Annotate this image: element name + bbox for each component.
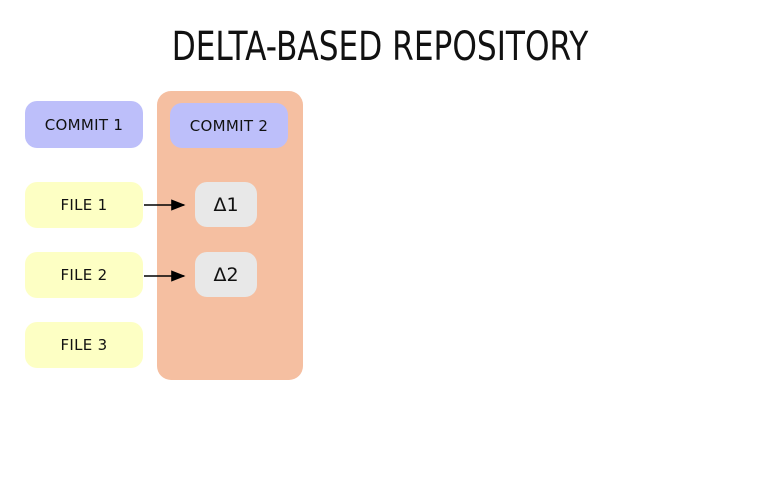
file1-box: FILE 1 — [25, 182, 143, 228]
file2-box: FILE 2 — [25, 252, 143, 298]
delta2-box: Δ2 — [195, 252, 257, 297]
delta1-box: Δ1 — [195, 182, 257, 227]
file3-box: FILE 3 — [25, 322, 143, 368]
commit2-box: COMMIT 2 — [170, 103, 288, 148]
diagram-title: DELTA-BASED REPOSITORY — [171, 24, 589, 70]
commit1-box: COMMIT 1 — [25, 101, 143, 148]
